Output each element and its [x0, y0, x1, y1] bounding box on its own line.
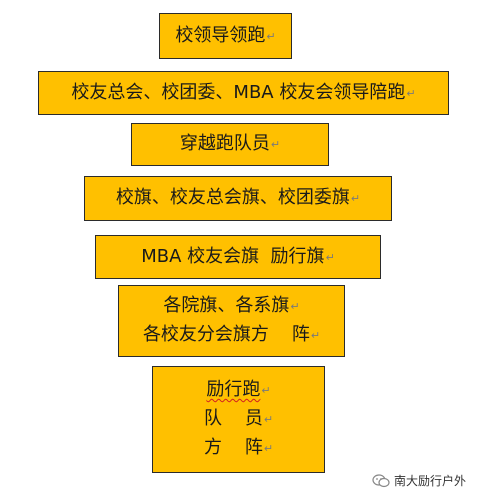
step-box-5-line-1: MBA 校友会旗 励行旗↵: [141, 245, 335, 267]
step-box-4: 校旗、校友总会旗、校团委旗↵: [84, 176, 392, 221]
watermark: 南大励行户外: [372, 472, 466, 489]
watermark-text: 南大励行户外: [393, 474, 466, 488]
step-box-6-line-2: 各校友分会旗方 阵↵: [142, 324, 321, 345]
step-box-2: 校友总会、校团委、MBA 校友会领导陪跑↵: [38, 71, 449, 115]
step-box-7-line-1: 励行跑↵: [206, 379, 271, 400]
step-box-7-line-2: 队 员↵: [203, 408, 274, 429]
step-box-3: 穿越跑队员↵: [131, 123, 329, 166]
wechat-icon: [372, 473, 390, 488]
step-box-4-line-1: 校旗、校友总会旗、校团委旗↵: [115, 187, 361, 208]
step-box-2-line-1: 校友总会、校团委、MBA 校友会领导陪跑↵: [71, 81, 416, 103]
step-box-7-line-3: 方 阵↵: [203, 437, 274, 458]
step-box-6-line-1: 各院旗、各系旗↵: [163, 295, 300, 316]
step-box-3-line-1: 穿越跑队员↵: [179, 133, 281, 154]
step-box-7: 励行跑↵ 队 员↵ 方 阵↵: [152, 366, 325, 473]
step-box-1: 校领导领跑↵: [159, 13, 292, 59]
step-box-6: 各院旗、各系旗↵ 各校友分会旗方 阵↵: [118, 285, 345, 357]
step-box-1-line-1: 校领导领跑↵: [175, 24, 276, 46]
step-box-5: MBA 校友会旗 励行旗↵: [95, 235, 381, 279]
